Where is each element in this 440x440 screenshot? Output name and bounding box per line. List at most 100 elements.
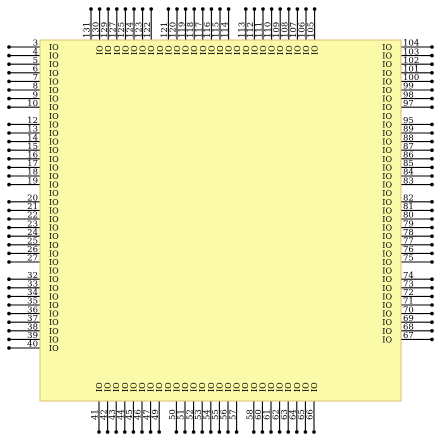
- io-label-bottom: IO: [276, 382, 285, 392]
- pin-number-bottom-53: 53: [194, 409, 204, 420]
- pin-dot-left-14: [7, 139, 11, 144]
- pin-number-left-22: 22: [27, 211, 38, 221]
- io-label-right: IO: [382, 198, 392, 207]
- pin-dot-right-73: [430, 286, 434, 290]
- pin-dot-bottom-61: [269, 430, 273, 434]
- pin-dot-top-127: [115, 7, 119, 11]
- io-label-left: IO: [49, 267, 59, 276]
- io-label-bottom: IO: [233, 382, 242, 392]
- io-label-bottom: IO: [207, 382, 216, 392]
- pin-number-top-109: 109: [272, 22, 282, 38]
- pin-number-left-34: 34: [27, 288, 38, 298]
- pin-number-right-72: 72: [403, 288, 414, 298]
- pin-number-left-38: 38: [27, 323, 38, 333]
- io-label-right: IO: [382, 138, 392, 147]
- pin-number-bottom-47: 47: [142, 409, 152, 420]
- io-label-left: IO: [49, 103, 59, 112]
- io-label-left: IO: [49, 335, 59, 344]
- io-label-left: IO: [49, 77, 59, 86]
- io-label-left: IO: [49, 249, 59, 258]
- io-label-left: IO: [49, 318, 59, 327]
- pin-dot-bottom-64: [295, 430, 299, 434]
- io-label-left: IO: [49, 284, 59, 293]
- pin-dot-top-114: [226, 7, 231, 11]
- io-label-right: IO: [382, 292, 392, 301]
- pin-dot-left-6: [7, 71, 11, 75]
- pin-dot-right-100: [430, 79, 434, 84]
- io-label-top: IO: [285, 45, 294, 55]
- pin-dot-left-36: [7, 311, 11, 316]
- pin-number-top-113: 113: [238, 22, 248, 38]
- pin-number-top-107: 107: [289, 22, 299, 38]
- io-label-right: IO: [382, 120, 392, 129]
- io-label-right: IO: [382, 215, 392, 224]
- pin-dot-left-4: [7, 53, 11, 58]
- pin-dot-left-17: [7, 165, 11, 170]
- io-label-bottom: IO: [190, 382, 199, 392]
- io-label-bottom: IO: [267, 382, 276, 392]
- io-label-top: IO: [130, 45, 139, 55]
- io-label-left: IO: [49, 60, 59, 69]
- pin-dot-top-123: [140, 7, 145, 11]
- pin-number-left-16: 16: [27, 151, 38, 161]
- pin-number-left-25: 25: [27, 237, 38, 247]
- pin-dot-right-89: [430, 131, 434, 135]
- pin-dot-left-38: [7, 329, 11, 333]
- pin-number-top-106: 106: [298, 22, 308, 38]
- pin-dot-left-13: [7, 131, 11, 135]
- pin-number-right-68: 68: [403, 323, 414, 333]
- pin-number-bottom-44: 44: [117, 409, 127, 420]
- pin-number-bottom-54: 54: [203, 409, 213, 420]
- pin-number-left-14: 14: [27, 133, 38, 143]
- pin-dot-bottom-42: [105, 430, 110, 434]
- pin-number-bottom-42: 42: [99, 409, 109, 420]
- io-label-right: IO: [382, 103, 392, 112]
- pin-number-left-26: 26: [27, 245, 38, 255]
- io-label-bottom: IO: [129, 382, 138, 392]
- io-label-top: IO: [276, 45, 285, 55]
- io-label-top: IO: [302, 45, 311, 55]
- pin-dot-right-88: [430, 139, 434, 144]
- io-label-left: IO: [49, 138, 59, 147]
- io-label-top: IO: [121, 45, 130, 55]
- pin-number-top-122: 122: [143, 22, 153, 38]
- pin-number-left-40: 40: [27, 340, 38, 350]
- pin-dot-right-98: [430, 96, 434, 101]
- io-label-right: IO: [382, 275, 392, 284]
- pin-number-left-20: 20: [27, 194, 38, 204]
- io-label-right: IO: [382, 258, 392, 267]
- pins-layer: [7, 7, 434, 434]
- io-label-left: IO: [49, 120, 59, 129]
- pin-number-top-116: 116: [203, 22, 213, 38]
- pin-number-left-27: 27: [27, 254, 38, 264]
- pin-number-right-81: 81: [403, 202, 414, 212]
- io-label-top: IO: [242, 45, 251, 55]
- pin-dot-right-76: [430, 251, 434, 256]
- pin-number-right-101: 101: [403, 65, 419, 75]
- io-label-bottom: IO: [95, 382, 104, 392]
- pin-number-top-111: 111: [255, 22, 265, 38]
- pin-number-right-76: 76: [403, 245, 414, 255]
- pin-dot-left-39: [7, 337, 11, 342]
- pin-dot-left-5: [7, 62, 11, 66]
- pin-number-bottom-51: 51: [177, 409, 187, 420]
- pin-number-right-71: 71: [403, 297, 414, 307]
- io-label-left: IO: [49, 163, 59, 172]
- io-label-right: IO: [382, 155, 392, 164]
- pin-dot-top-124: [132, 7, 136, 11]
- io-label-right: IO: [382, 301, 392, 310]
- pin-number-bottom-61: 61: [263, 409, 273, 420]
- pin-dot-bottom-41: [97, 430, 101, 434]
- io-label-top: IO: [207, 45, 216, 55]
- io-label-right: IO: [382, 189, 392, 198]
- pin-dot-top-112: [252, 7, 257, 11]
- pin-dot-right-97: [430, 105, 434, 109]
- io-label-top: IO: [147, 45, 156, 55]
- io-label-bottom: IO: [155, 382, 164, 392]
- pin-number-left-4: 4: [33, 47, 38, 57]
- pin-number-bottom-60: 60: [254, 409, 264, 420]
- io-label-top: IO: [139, 45, 148, 55]
- pin-dot-right-84: [430, 174, 434, 178]
- pin-number-left-15: 15: [27, 142, 38, 152]
